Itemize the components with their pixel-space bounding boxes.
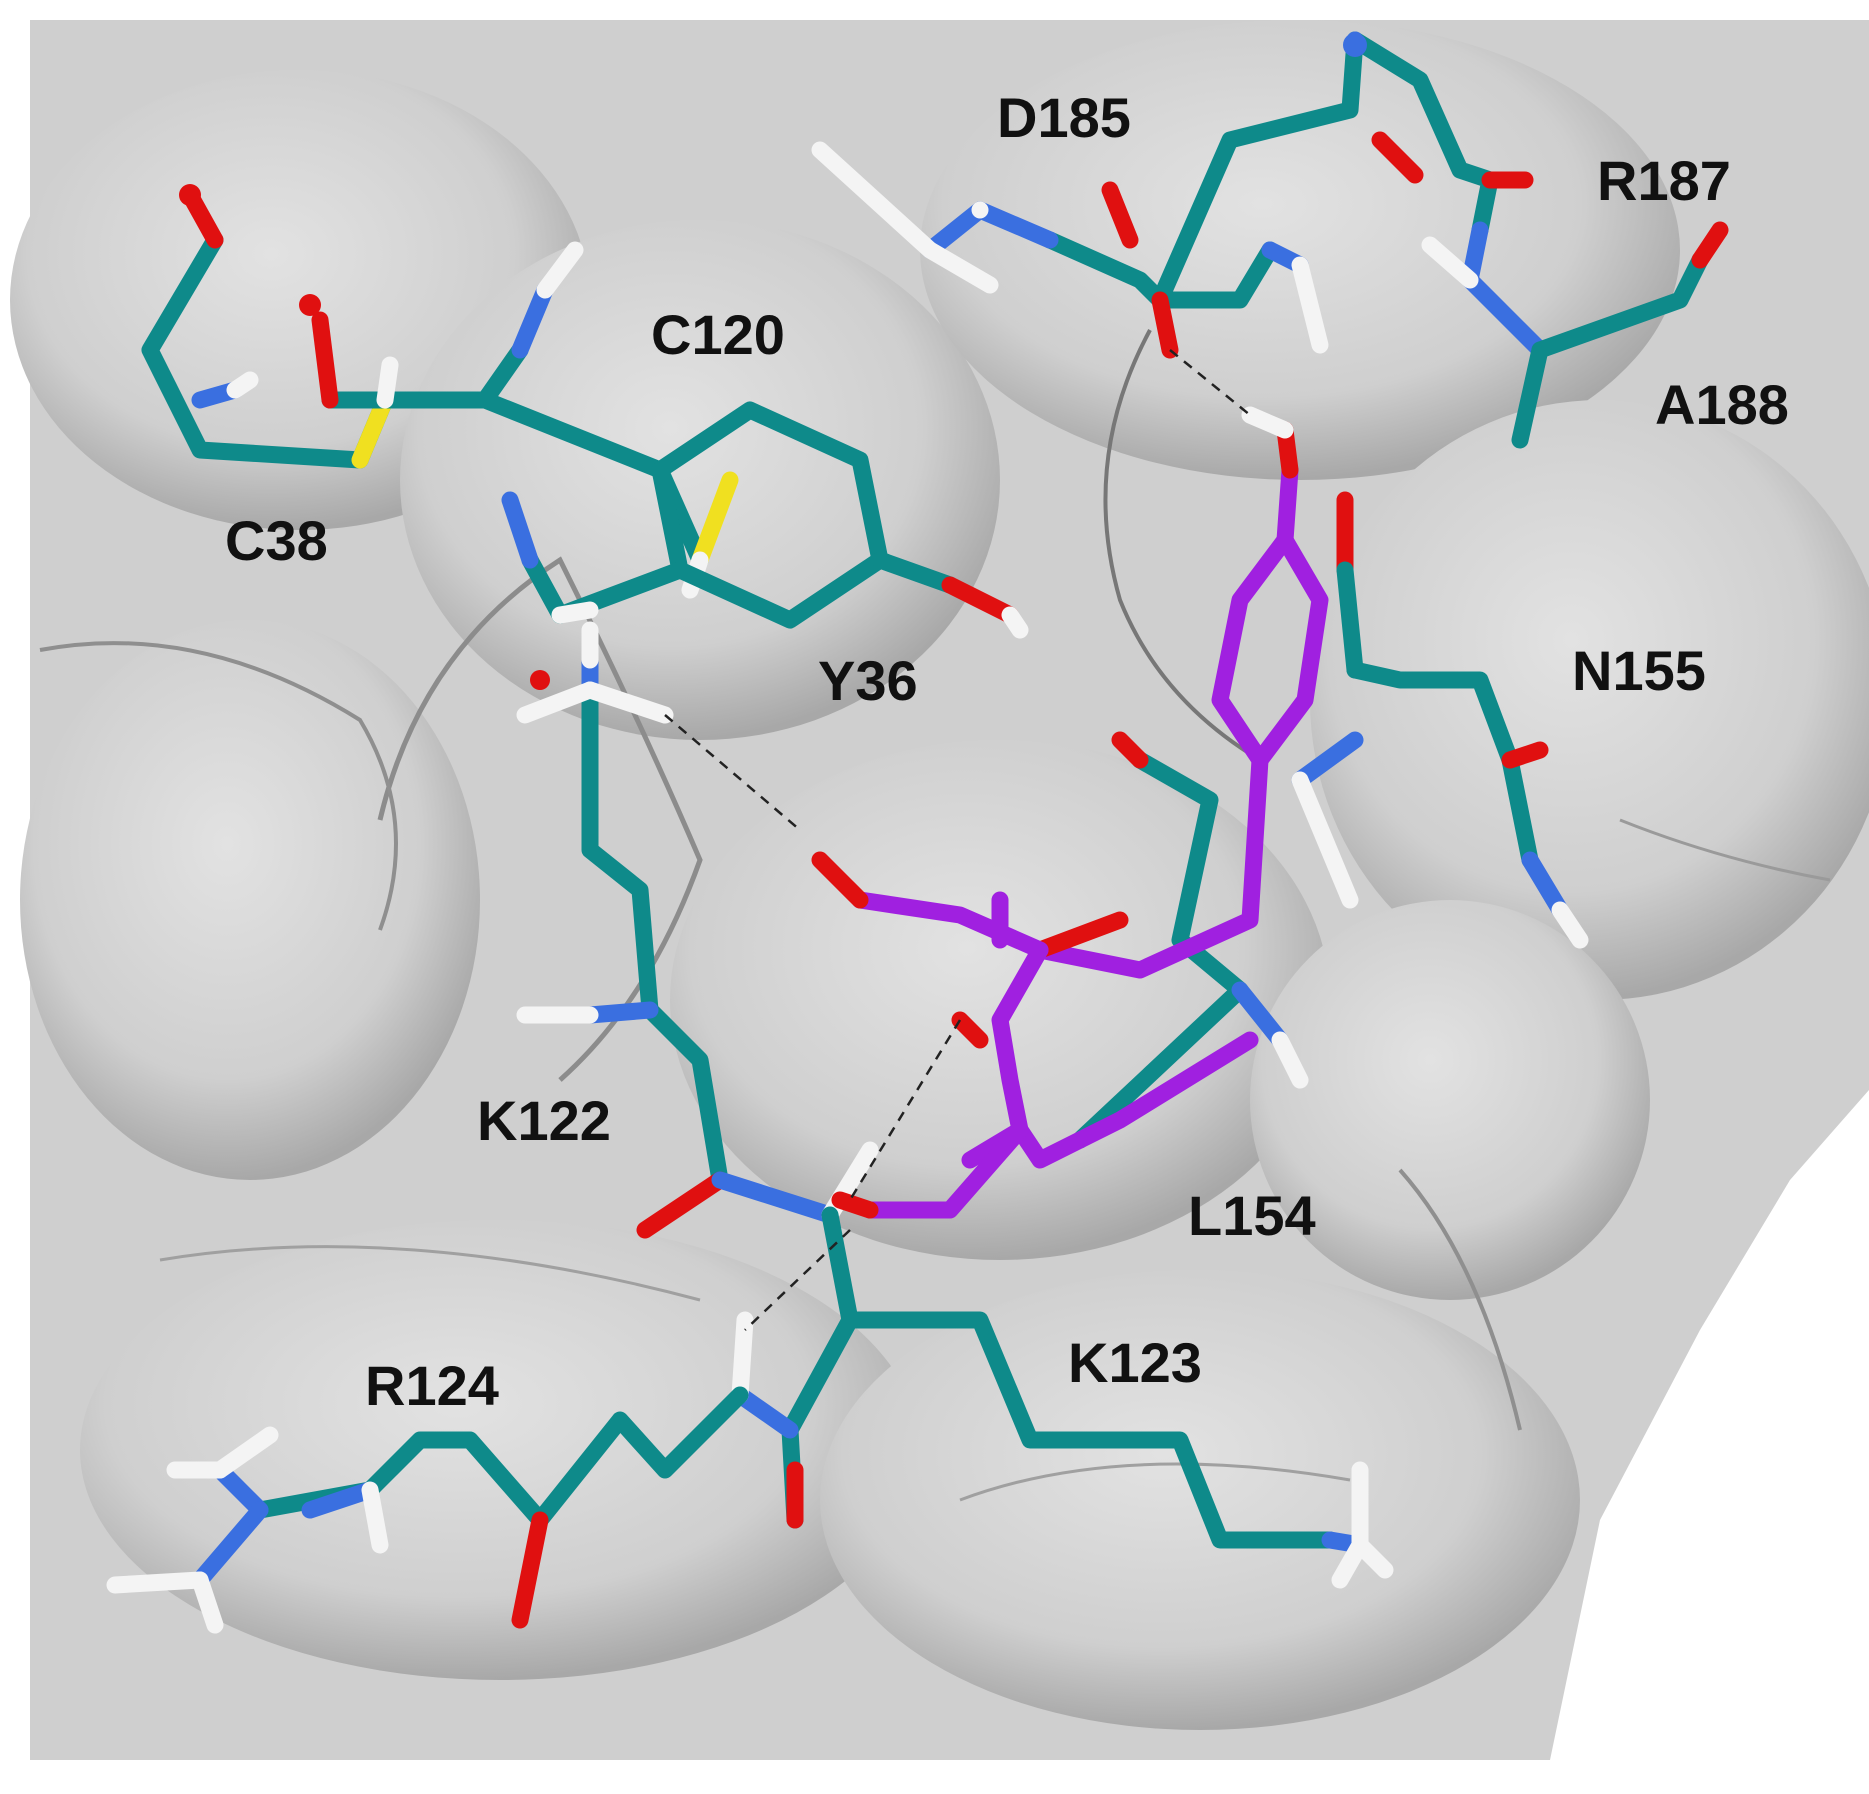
residue-y36-sticks	[501, 401, 1029, 639]
residue-l154-sticks	[1071, 731, 1309, 1149]
label-y36: Y36	[818, 649, 918, 712]
residue-k122-sticks	[516, 621, 879, 1239]
residue-c38-sticks	[141, 184, 394, 469]
label-d185: D185	[997, 86, 1131, 149]
label-l154: L154	[1188, 1184, 1316, 1247]
residue-labels: D185 R187 C120 A188 C38 Y36 N155 K122 L1…	[225, 86, 1789, 1417]
label-k122: K122	[477, 1089, 611, 1152]
label-n155: N155	[1572, 639, 1706, 702]
residue-n155-sticks	[1291, 491, 1589, 949]
label-k123: K123	[1068, 1331, 1202, 1394]
ligand-sticks	[811, 406, 1329, 1219]
label-a188: A188	[1655, 373, 1789, 436]
label-c120: C120	[651, 303, 785, 366]
label-c38: C38	[225, 509, 328, 572]
label-r187: R187	[1597, 149, 1731, 212]
residue-c120-sticks	[299, 241, 739, 599]
label-r124: R124	[365, 1354, 499, 1417]
hydrogen-bonds	[664, 349, 1251, 1331]
residue-d185-r187-a188-sticks	[811, 31, 1729, 449]
residue-r124-sticks	[106, 1386, 749, 1634]
residue-k123-sticks	[731, 1206, 1394, 1589]
